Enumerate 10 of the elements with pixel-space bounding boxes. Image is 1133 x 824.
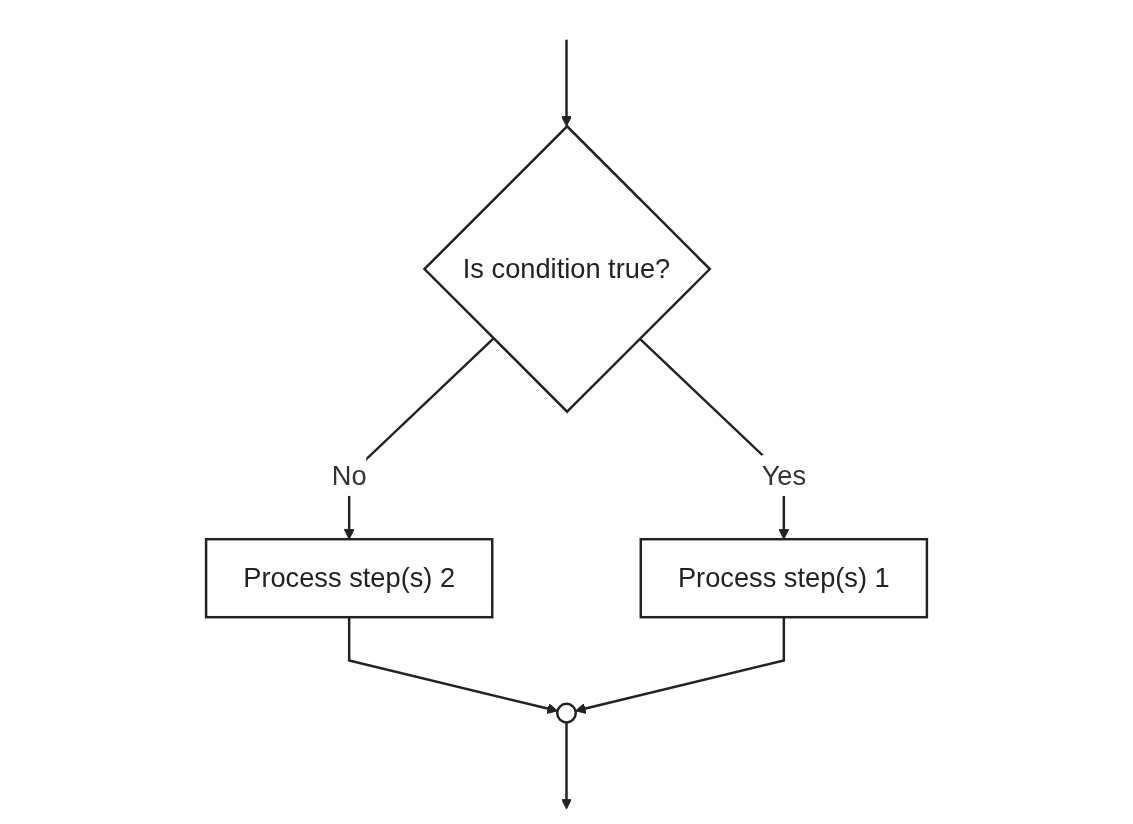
node-box: Process step(s) 1	[639, 537, 929, 619]
arrow	[561, 722, 572, 810]
node-box: Process step(s) 2	[204, 537, 494, 619]
arrow	[347, 617, 558, 714]
edge-label: No	[331, 459, 367, 491]
node-diamond: Is condition true?	[422, 124, 712, 414]
arrow	[561, 39, 572, 127]
edge-label: Yes	[761, 459, 807, 491]
node-circle	[556, 702, 577, 724]
arrow	[575, 617, 786, 714]
